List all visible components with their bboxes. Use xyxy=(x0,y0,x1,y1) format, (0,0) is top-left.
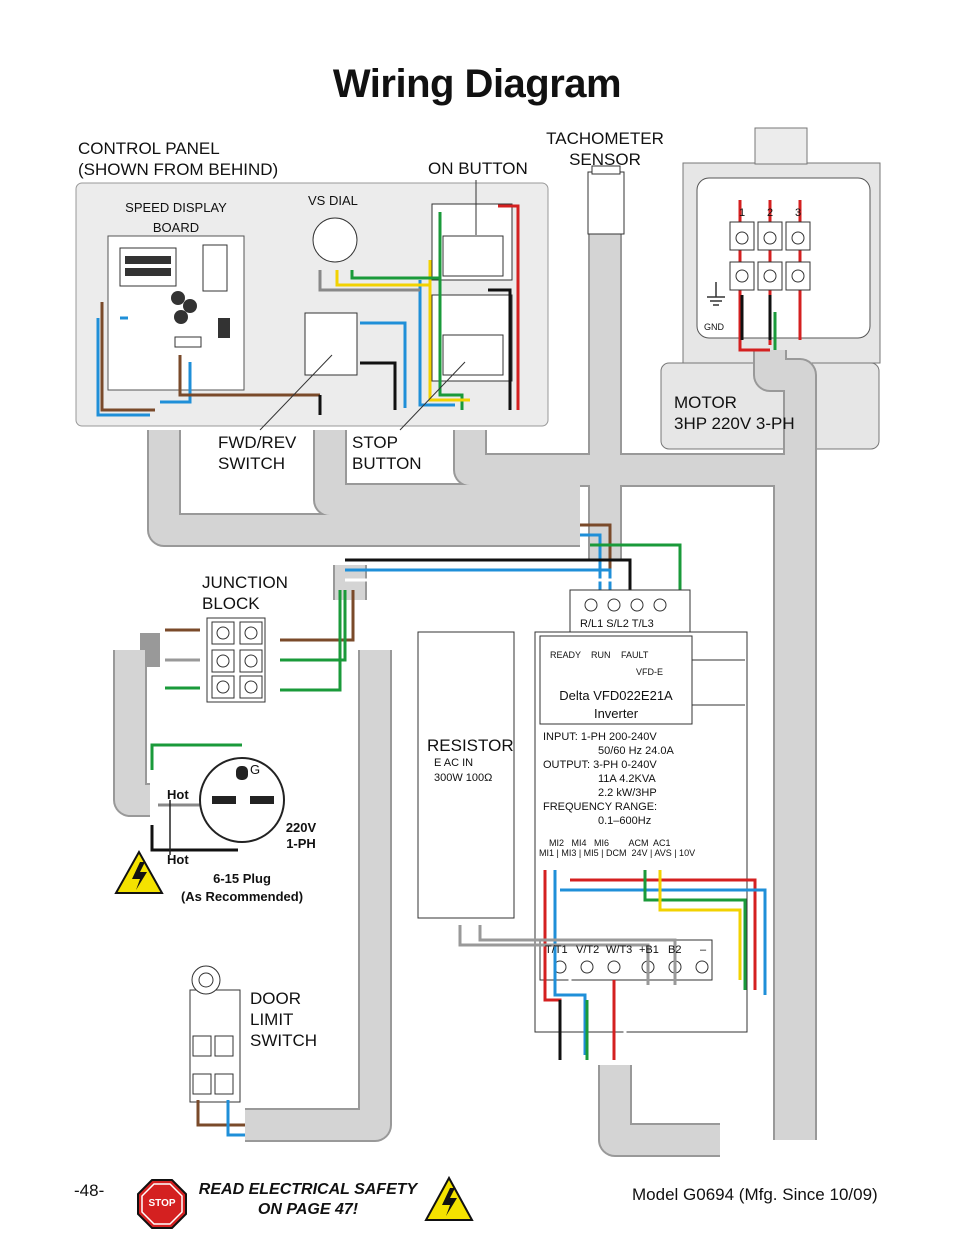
inverter-terminal-tt1: T/T1 xyxy=(545,944,568,956)
inverter-io-row2: MI1 | MI3 | MI5 | DCM 24V | AVS | 10V xyxy=(539,848,696,858)
vs-dial xyxy=(312,217,358,263)
plug-g-label: G xyxy=(250,762,261,777)
stop-sign-text: STOP xyxy=(148,1198,176,1209)
led-run: RUN xyxy=(591,650,611,660)
led-ready: READY xyxy=(550,650,582,660)
inverter-terminal-minus: – xyxy=(700,944,707,956)
hot-label-bottom: Hot xyxy=(167,852,189,867)
tachometer-label: TACHOMETER SENSOR xyxy=(546,129,664,169)
motor-terminal-3: 3 xyxy=(795,207,802,219)
fwd-rev-switch xyxy=(304,312,358,376)
inverter-terminal-b1: +B1 xyxy=(639,944,659,956)
vs-dial-label: VS DIAL xyxy=(308,193,358,208)
inverter-terminal-wt3: W/T3 xyxy=(606,944,633,956)
resistor-spec: E AC IN 300W 100Ω xyxy=(434,757,493,784)
motor-label: MOTOR 3HP 220V 3-PH xyxy=(674,393,795,433)
plug-6-15 xyxy=(199,757,285,843)
safety-note: READ ELECTRICAL SAFETY ON PAGE 47! xyxy=(198,1181,418,1218)
page-title: Wiring Diagram xyxy=(332,62,622,106)
warning-icon xyxy=(424,1175,474,1221)
stop-button-label: STOP BUTTON xyxy=(352,433,422,473)
inverter-top-terminals: R/L1 S/L2 T/L3 xyxy=(580,618,654,630)
motor-terminal-2: 2 xyxy=(767,207,774,219)
motor-terminals xyxy=(729,221,811,291)
door-switch-label: DOOR LIMIT SWITCH xyxy=(250,989,318,1050)
ground-icon xyxy=(707,282,725,306)
speed-display-label: SPEED DISPLAY BOARD xyxy=(125,200,227,235)
plug-name-label: 6-15 Plug (As Recommended) xyxy=(180,871,304,904)
inverter-name: Delta VFD022E21A Inverter xyxy=(559,688,673,721)
gnd-label: GND xyxy=(704,322,724,332)
resistor xyxy=(417,631,515,919)
inverter-terminal-vt2: V/T2 xyxy=(576,944,600,956)
inverter-model-small: VFD-E xyxy=(636,667,663,677)
model-label: Model G0694 (Mfg. Since 10/09) xyxy=(632,1185,878,1204)
inverter-terminal-b2: B2 xyxy=(668,944,682,956)
led-fault: FAULT xyxy=(621,650,649,660)
inverter-io-row1: MI2 MI4 MI6 ACM AC1 xyxy=(549,838,671,848)
on-button-label: ON BUTTON xyxy=(428,159,528,178)
tachometer-sensor xyxy=(587,171,625,235)
stop-sign-icon xyxy=(137,1179,187,1229)
page-number: -48- xyxy=(74,1181,105,1200)
motor-terminal-1: 1 xyxy=(739,207,746,219)
fwd-rev-label: FWD/REV SWITCH xyxy=(218,433,297,473)
control-panel-label: CONTROL PANEL (SHOWN FROM BEHIND) xyxy=(78,139,279,179)
hot-label-top: Hot xyxy=(167,787,189,802)
junction-block-label: JUNCTION BLOCK xyxy=(202,573,288,613)
plug-voltage-label: 220V 1-PH xyxy=(285,820,317,851)
inverter-specs: INPUT: 1-PH 200-240V 50/60 Hz 24.0A OUTP… xyxy=(543,731,674,827)
warning-icon xyxy=(114,849,164,894)
resistor-label: RESISTOR xyxy=(427,736,514,755)
